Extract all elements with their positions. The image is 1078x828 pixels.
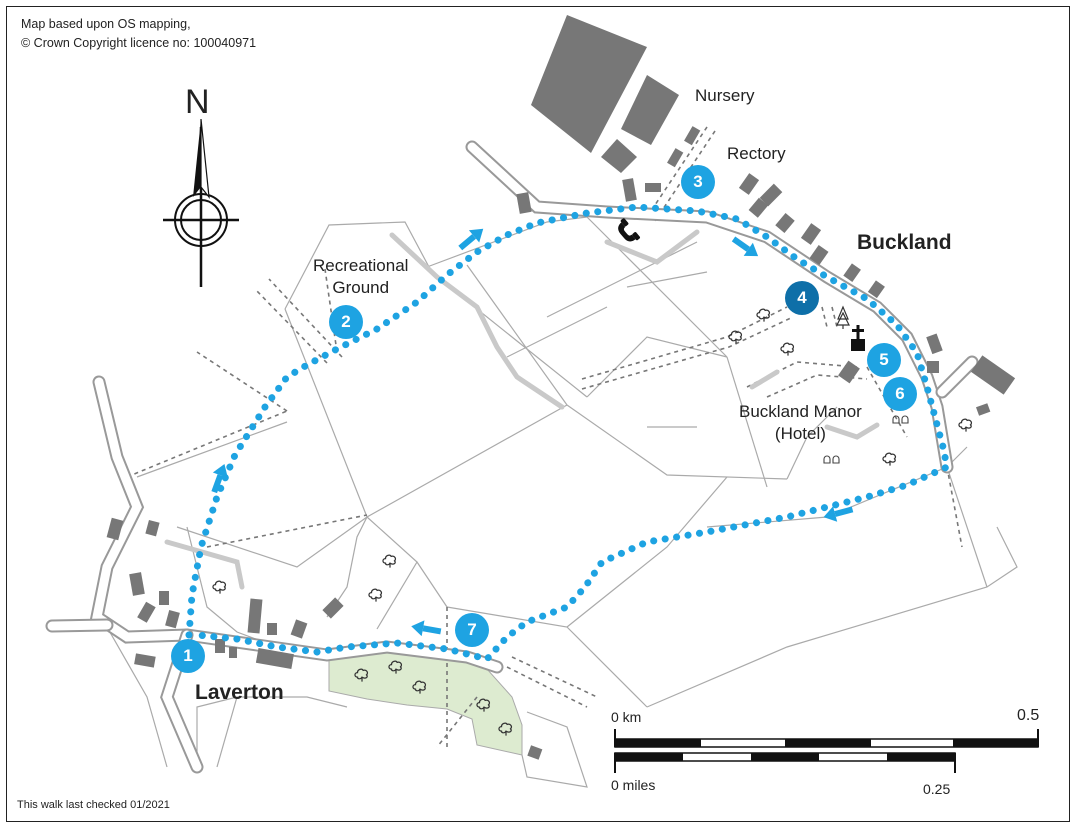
map-canvas bbox=[45, 15, 1039, 788]
label-buckland: Buckland bbox=[857, 231, 952, 254]
copyright-line-2: © Crown Copyright licence no: 100040971 bbox=[21, 36, 257, 50]
label-recreational-ground: Recreational Ground bbox=[313, 255, 408, 299]
label-laverton: Laverton bbox=[195, 681, 284, 704]
scale-km-end: 0.5 bbox=[1017, 707, 1040, 724]
waypoint-5[interactable]: 5 bbox=[867, 343, 901, 377]
roads bbox=[45, 140, 979, 774]
label-buckland-manor-line-2: (Hotel) bbox=[774, 424, 826, 443]
tracks bbox=[164, 229, 880, 590]
label-buckland-manor: Buckland Manor (Hotel) bbox=[739, 401, 862, 445]
copyright-notice: Map based upon OS mapping, © Crown Copyr… bbox=[21, 15, 256, 53]
waypoint-1[interactable]: 1 bbox=[171, 639, 205, 673]
waypoint-4[interactable]: 4 bbox=[785, 281, 819, 315]
conifer-tree-icon bbox=[836, 305, 850, 329]
waypoint-6[interactable]: 6 bbox=[883, 377, 917, 411]
scale-bar-km bbox=[614, 729, 1039, 748]
scale-bar-miles bbox=[614, 752, 956, 773]
label-nursery: Nursery bbox=[695, 86, 755, 105]
last-checked-note: This walk last checked 01/2021 bbox=[17, 799, 170, 811]
buildings bbox=[106, 15, 1016, 760]
label-rectory: Rectory bbox=[727, 144, 786, 163]
church-icon bbox=[851, 325, 865, 351]
compass-rose-icon bbox=[163, 118, 239, 287]
telephone-icon bbox=[618, 218, 640, 242]
north-label: N bbox=[185, 83, 210, 121]
scale-miles-start: 0 miles bbox=[611, 777, 656, 793]
walking-route bbox=[185, 203, 951, 663]
waypoint-2[interactable]: 2 bbox=[329, 305, 363, 339]
label-recreational-ground-line-2: Ground bbox=[332, 278, 390, 297]
grave-markers bbox=[823, 415, 909, 464]
label-recreational-ground-line-1: Recreational bbox=[313, 256, 409, 275]
label-buckland-manor-line-1: Buckland Manor bbox=[739, 402, 862, 421]
waypoint-7[interactable]: 7 bbox=[455, 613, 489, 647]
waypoint-3[interactable]: 3 bbox=[681, 165, 715, 199]
map-frame: Map based upon OS mapping, © Crown Copyr… bbox=[6, 6, 1070, 822]
scale-miles-end: 0.25 bbox=[923, 781, 951, 797]
direction-arrow-icon bbox=[211, 228, 854, 637]
scale-km-start: 0 km bbox=[611, 709, 642, 725]
copyright-line-1: Map based upon OS mapping, bbox=[21, 17, 191, 31]
